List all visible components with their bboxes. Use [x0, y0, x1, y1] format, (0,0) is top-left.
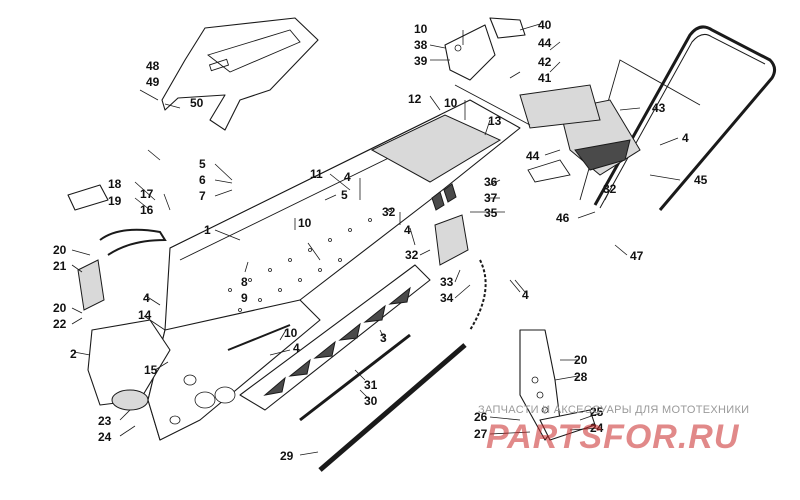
tunnel-extension [454, 84, 601, 183]
callout-8: 8 [241, 275, 248, 289]
callout-16: 16 [140, 203, 154, 217]
callout-23: 23 [98, 414, 112, 428]
callout-44: 44 [526, 149, 540, 163]
callout-6: 6 [199, 173, 206, 187]
callout-10: 10 [444, 96, 458, 110]
callout-4: 4 [404, 223, 411, 237]
callout-25: 25 [590, 405, 604, 419]
watermark-logo: PARTSFOR.RU [486, 418, 740, 456]
callout-44: 44 [538, 36, 552, 50]
callout-13: 13 [488, 114, 502, 128]
callout-9: 9 [241, 291, 248, 305]
callout-35: 35 [484, 206, 498, 220]
callout-24: 24 [590, 421, 604, 435]
strap [434, 214, 487, 331]
callout-4: 4 [293, 341, 300, 355]
callout-37: 37 [484, 191, 498, 205]
callout-28: 28 [574, 370, 588, 384]
callout-20: 20 [53, 301, 67, 315]
callout-10: 10 [298, 216, 312, 230]
callout-5: 5 [341, 188, 348, 202]
callout-31: 31 [364, 378, 378, 392]
callout-32: 32 [405, 248, 419, 262]
callout-32: 32 [382, 205, 396, 219]
callout-4: 4 [143, 291, 150, 305]
callout-1: 1 [204, 223, 211, 237]
callout-27: 27 [474, 427, 488, 441]
callout-29: 29 [280, 449, 294, 463]
callout-17: 17 [140, 187, 154, 201]
watermark-text: ЗАПЧАСТИ И АКСЕССУАРЫ ДЛЯ МОТОТЕХНИКИ [478, 404, 750, 416]
callout-30: 30 [364, 394, 378, 408]
callout-22: 22 [53, 317, 67, 331]
callout-24: 24 [98, 430, 112, 444]
callout-26: 26 [474, 410, 488, 424]
callout-38: 38 [414, 38, 428, 52]
leader-lines [71, 23, 681, 456]
callout-41: 41 [538, 71, 552, 85]
callout-7: 7 [199, 189, 206, 203]
callout-43: 43 [652, 101, 666, 115]
callout-4: 4 [522, 288, 529, 302]
callout-11: 11 [310, 167, 323, 181]
callout-36: 36 [484, 175, 498, 189]
callout-48: 48 [146, 59, 160, 73]
callout-12: 12 [408, 92, 422, 106]
callout-20: 20 [53, 243, 67, 257]
callout-14: 14 [138, 308, 152, 322]
callout-19: 19 [108, 194, 122, 208]
callout-21: 21 [53, 259, 67, 273]
callout-15: 15 [144, 363, 158, 377]
tunnel-assembly [147, 99, 521, 441]
callout-4: 4 [682, 131, 689, 145]
callout-18: 18 [108, 177, 122, 191]
callout-47: 47 [630, 249, 644, 263]
callout-20: 20 [574, 353, 588, 367]
callout-10: 10 [284, 326, 298, 340]
callout-labels: 1 2 3 4 4 4 4 4 4 5 5 6 7 8 9 10 10 10 1… [53, 18, 708, 463]
taillight-bracket [444, 17, 526, 81]
callout-49: 49 [146, 75, 160, 89]
callout-34: 34 [440, 291, 454, 305]
callout-40: 40 [538, 18, 552, 32]
callout-10: 10 [414, 22, 428, 36]
callout-4: 4 [344, 170, 351, 184]
left-components [67, 184, 171, 411]
callout-2: 2 [70, 347, 77, 361]
callout-32: 32 [603, 182, 617, 196]
callout-42: 42 [538, 55, 552, 69]
callout-3: 3 [380, 331, 387, 345]
callout-50: 50 [190, 96, 204, 110]
footrest [519, 329, 596, 441]
rails [227, 324, 467, 472]
callout-46: 46 [556, 211, 570, 225]
callout-5: 5 [199, 157, 206, 171]
callout-39: 39 [414, 54, 428, 68]
seat [161, 17, 319, 131]
callout-33: 33 [440, 275, 454, 289]
callout-45: 45 [694, 173, 708, 187]
